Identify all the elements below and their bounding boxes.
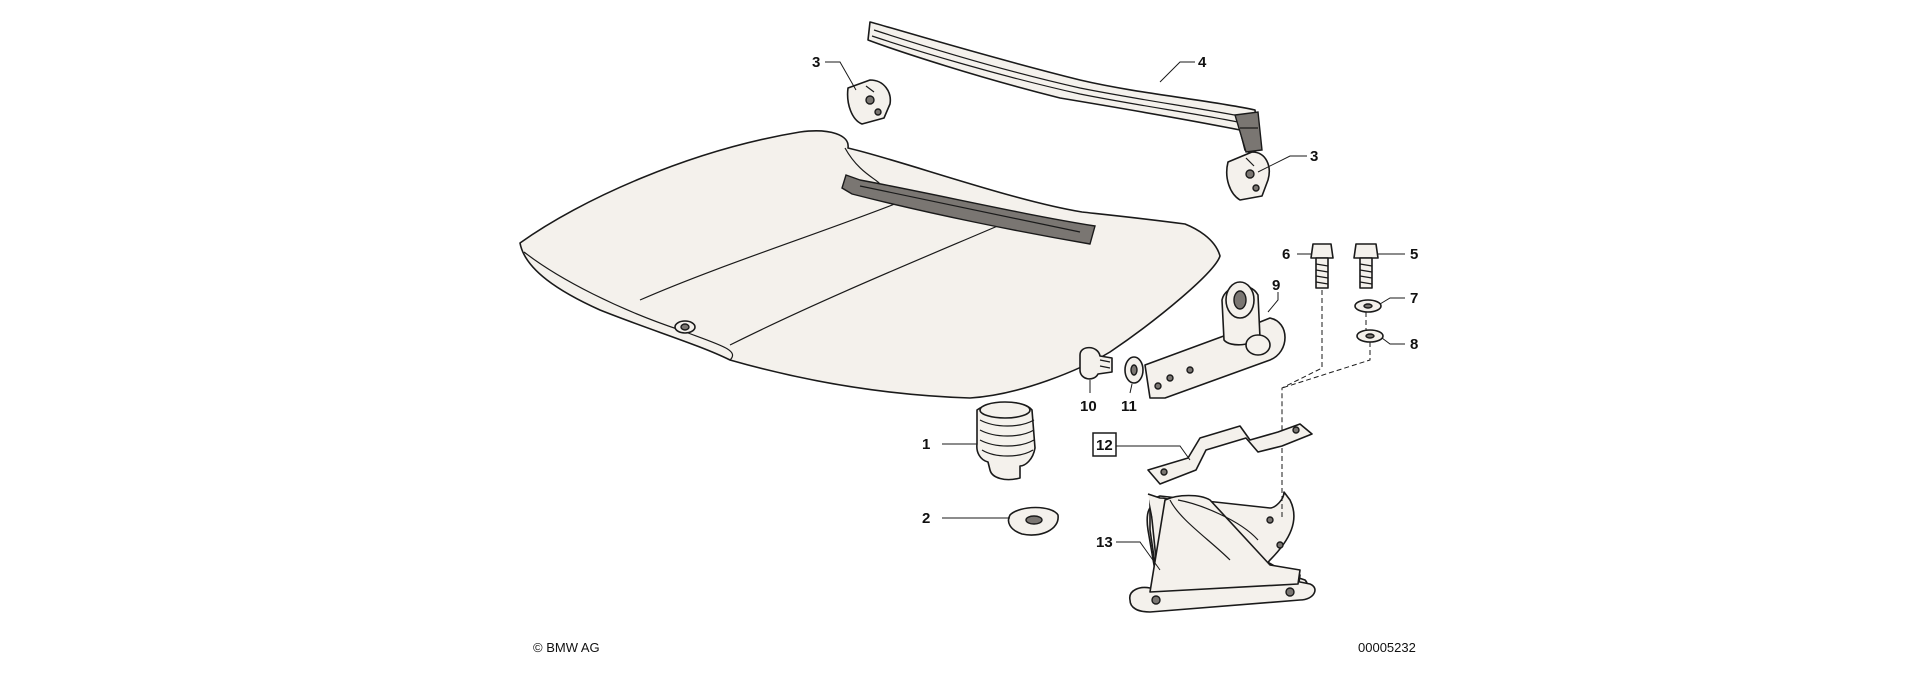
part-1-rubber-stop bbox=[976, 401, 1036, 481]
assembly-lines bbox=[1281, 290, 1371, 520]
callout-8: 8 bbox=[1410, 336, 1418, 353]
callout-3-left: 3 bbox=[812, 54, 820, 71]
part-9-hinge-arm bbox=[1144, 281, 1286, 399]
callout-6: 6 bbox=[1282, 246, 1290, 263]
callout-9: 9 bbox=[1272, 277, 1280, 294]
part-3-buffer-left bbox=[846, 79, 892, 125]
part-6-bolt bbox=[1310, 243, 1334, 289]
part-3-buffer-right bbox=[1225, 151, 1270, 201]
callout-5: 5 bbox=[1410, 246, 1418, 263]
part-4-seal-strip bbox=[867, 21, 1263, 153]
part-11-washer bbox=[1124, 356, 1144, 384]
part-8-lock-washer bbox=[1356, 329, 1384, 343]
hood-panel bbox=[519, 130, 1221, 399]
callout-13: 13 bbox=[1096, 534, 1113, 551]
leader-lines bbox=[825, 61, 1405, 571]
callout-labels: 1 2 3 3 4 5 6 7 8 9 10 11 12 13 bbox=[812, 54, 1418, 551]
part-7-washer bbox=[1354, 299, 1382, 313]
part-13-hinge-base bbox=[1129, 491, 1316, 613]
part-10-bolt bbox=[1079, 346, 1113, 380]
copyright-text: © BMW AG bbox=[533, 640, 600, 655]
part-2-grommet bbox=[1007, 506, 1059, 536]
callout-3-right: 3 bbox=[1310, 148, 1318, 165]
callout-10: 10 bbox=[1080, 398, 1097, 415]
callout-1: 1 bbox=[922, 436, 930, 453]
callout-11: 11 bbox=[1121, 398, 1137, 415]
part-12-bracket bbox=[1147, 423, 1313, 485]
callout-12: 12 bbox=[1096, 437, 1113, 454]
callout-4: 4 bbox=[1198, 54, 1207, 71]
callout-7: 7 bbox=[1410, 290, 1418, 307]
part-number-text: 00005232 bbox=[1358, 640, 1416, 655]
callout-12-box bbox=[1092, 432, 1117, 457]
part-5-bolt bbox=[1353, 243, 1379, 289]
callout-2: 2 bbox=[922, 510, 930, 527]
